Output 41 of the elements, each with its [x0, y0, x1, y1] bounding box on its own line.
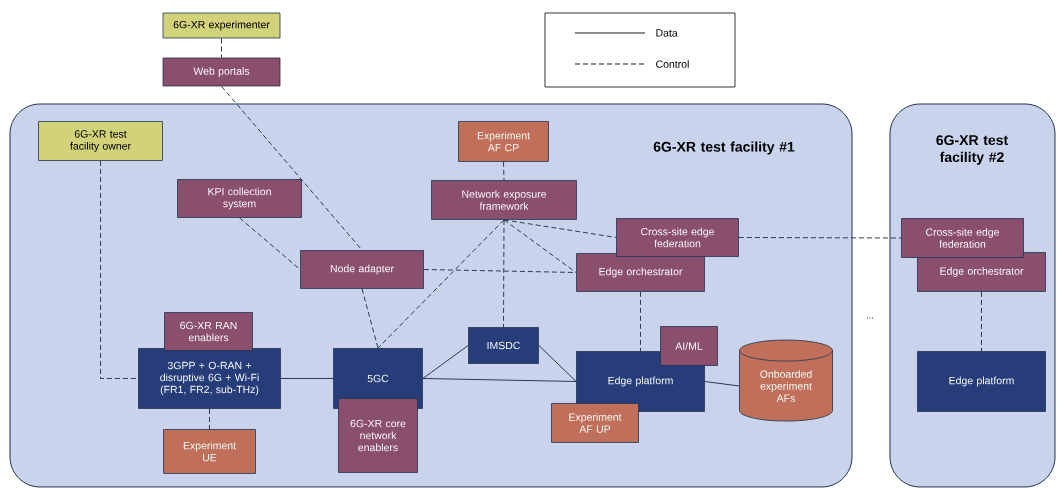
connector-line	[423, 269, 577, 273]
network-box: Edge platform	[917, 351, 1046, 412]
legend-label: Control	[656, 60, 689, 68]
function-box: Cross-site edge federation	[901, 218, 1024, 258]
experiment-box: Experiment AF UP	[551, 403, 639, 443]
experiment-box: Experiment AF CP	[458, 121, 549, 162]
connector-line	[280, 378, 334, 379]
connector-line	[422, 378, 577, 382]
function-box: KPI collection system	[177, 179, 302, 218]
connector-line	[738, 237, 902, 239]
connector-line	[640, 291, 641, 352]
connector-line	[503, 219, 617, 238]
connector-line	[221, 85, 363, 251]
role-box: 6G-XR test facility owner	[38, 121, 163, 161]
storage-cylinder: Onboarded experiment AFs	[739, 339, 833, 422]
connector-line	[538, 345, 577, 382]
function-box: Node adapter	[300, 250, 424, 289]
connector-line	[377, 219, 505, 349]
connector-line	[704, 381, 740, 387]
connector-line	[503, 161, 505, 181]
function-box: Web portals	[162, 57, 281, 87]
function-box: Network exposure framework	[431, 180, 577, 220]
network-box: IMSDC	[468, 327, 539, 364]
connector-line	[221, 37, 222, 59]
ellipsis-label: ...	[867, 317, 873, 319]
role-box: 6G-XR experimenter	[162, 12, 281, 39]
connector-line	[239, 217, 301, 270]
connector-line	[422, 345, 469, 379]
function-box: AI/ML	[660, 326, 718, 366]
connector-line	[503, 219, 505, 328]
connector-line	[209, 408, 210, 430]
connector-line	[361, 288, 379, 349]
function-box: 6G-XR RAN enablers	[164, 312, 253, 351]
network-box: 3GPP + O-RAN + disruptive 6G + Wi-Fi (FR1, FR2, sub-THz)	[138, 348, 281, 409]
function-box: Cross-site edge federation	[616, 218, 739, 257]
function-box: Edge orchestrator	[576, 253, 705, 292]
function-box: 6G-XR core network enablers	[338, 398, 418, 473]
connector-line	[981, 291, 982, 352]
legend-label: Data	[656, 29, 678, 37]
experiment-box: Experiment UE	[163, 429, 256, 474]
connector-line	[503, 219, 577, 273]
